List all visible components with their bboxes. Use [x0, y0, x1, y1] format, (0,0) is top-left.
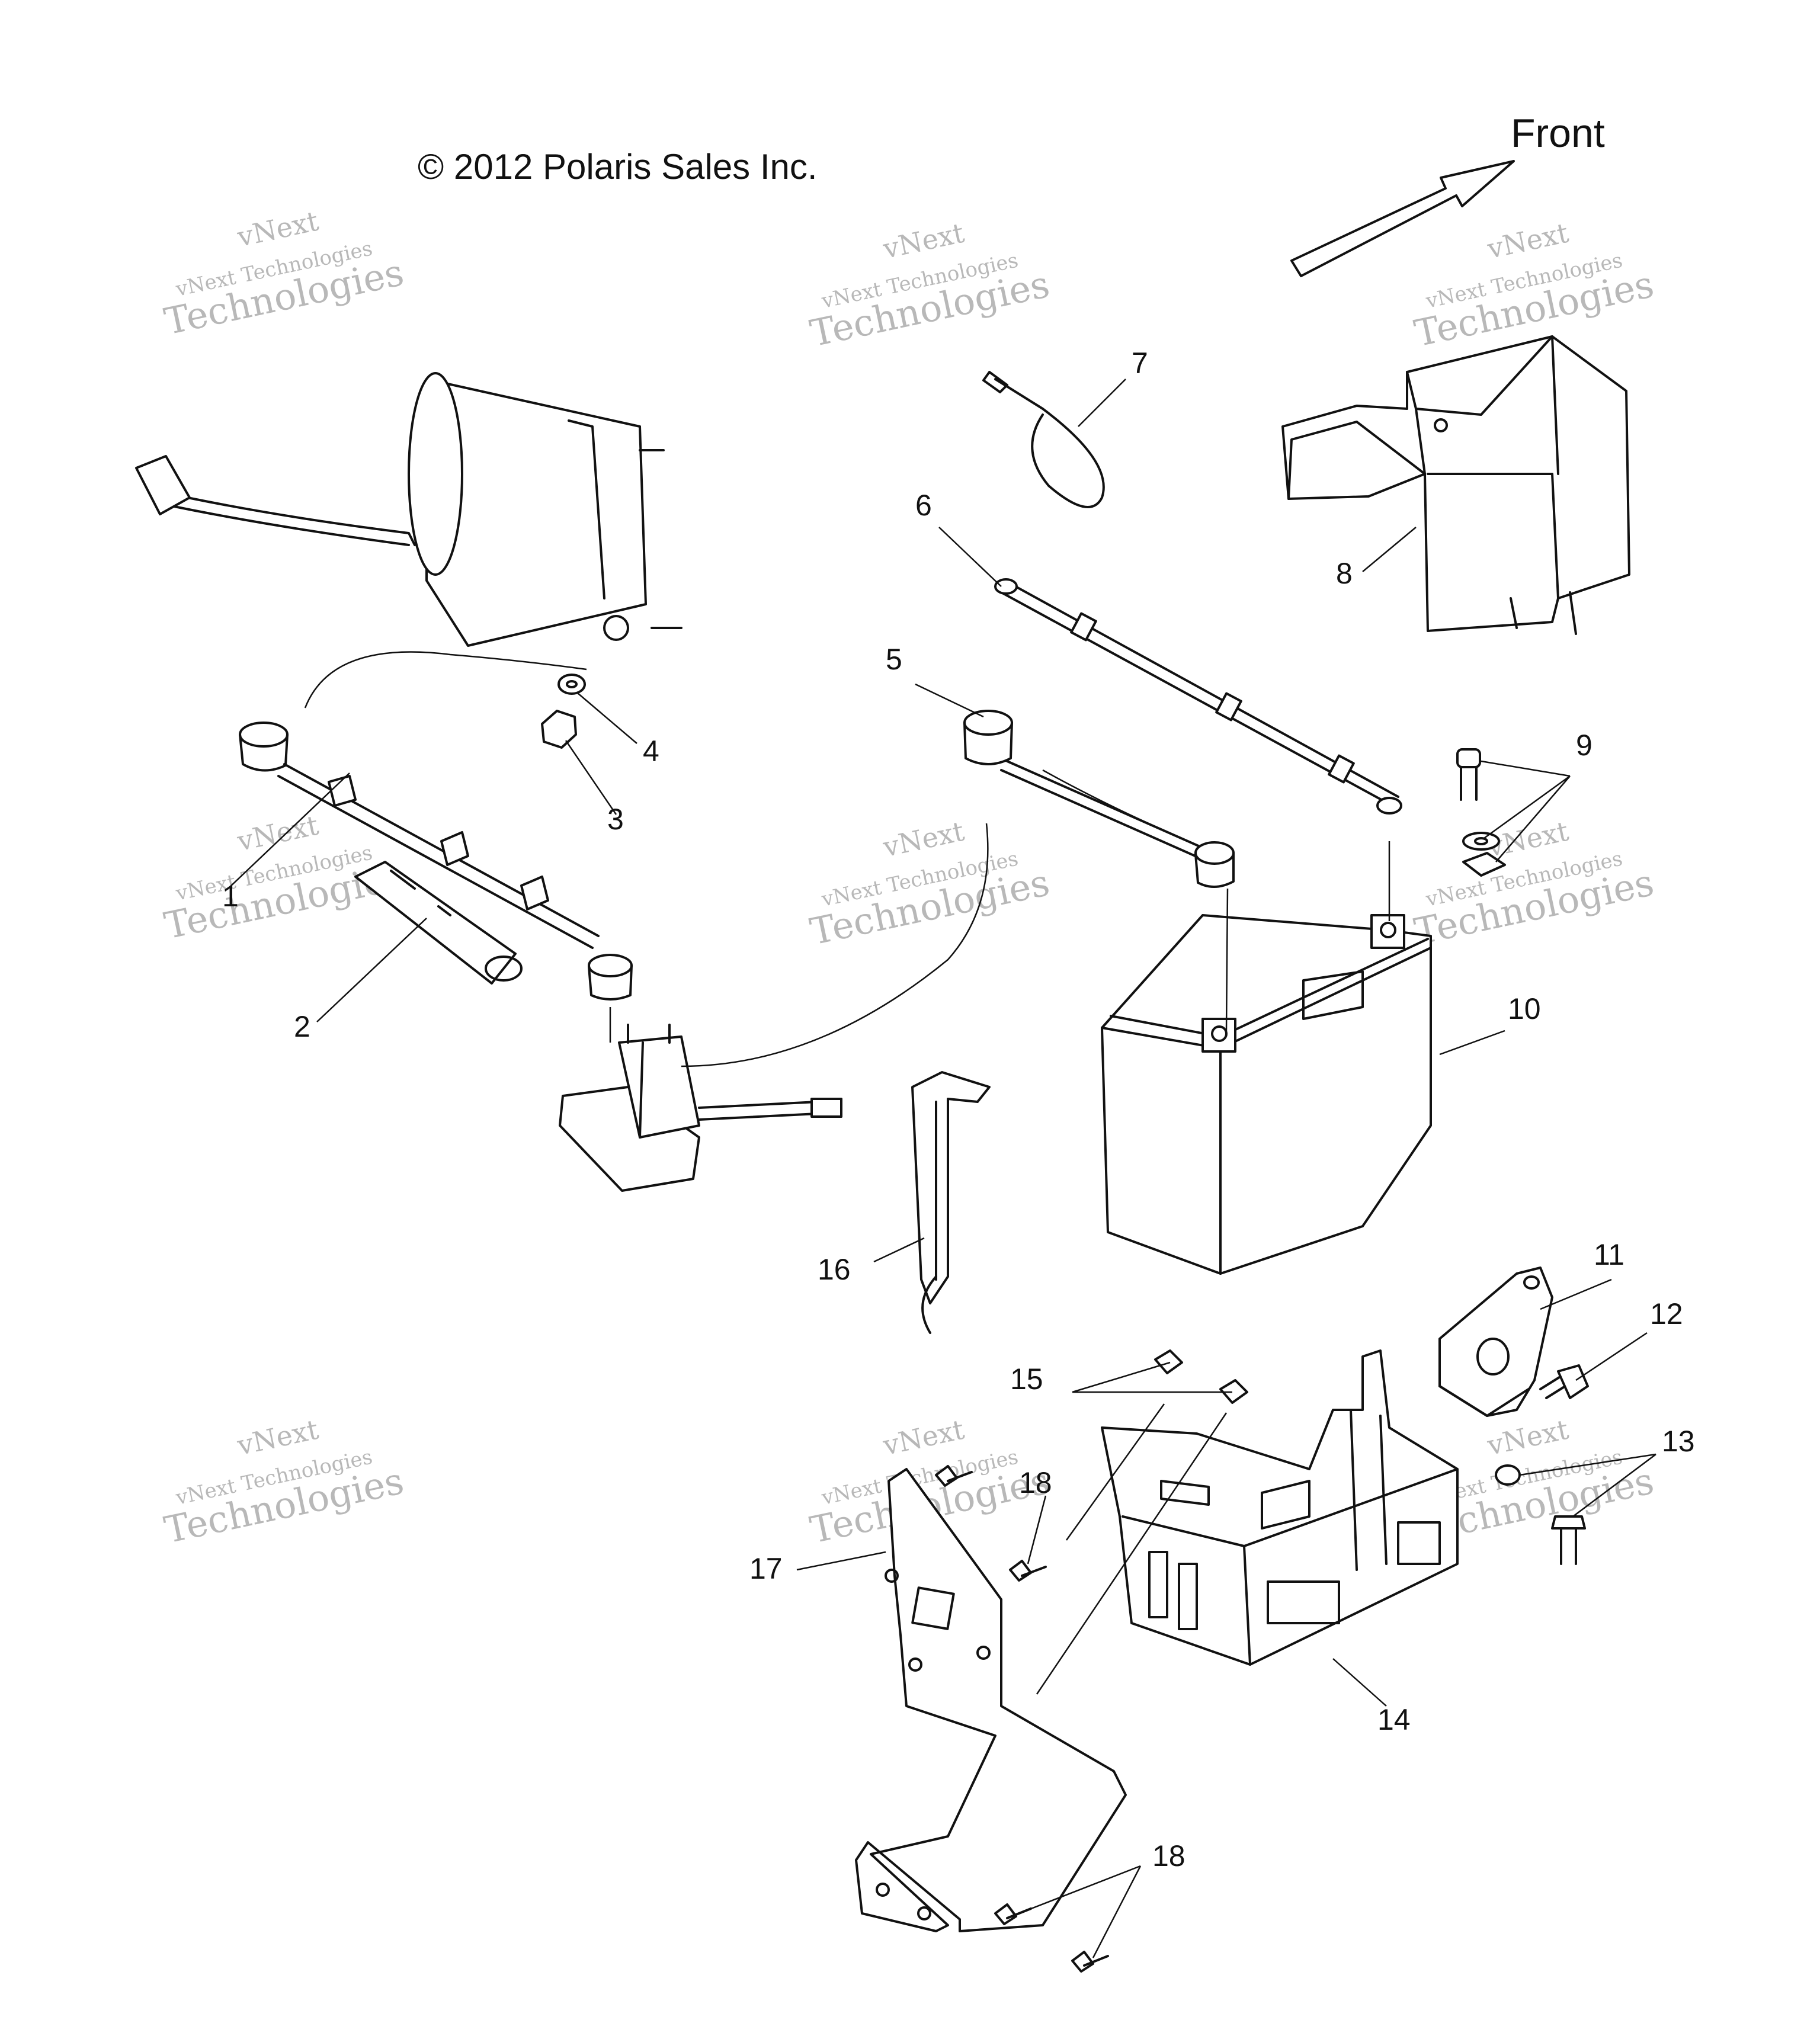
- callout-9: 9: [1576, 729, 1592, 762]
- callout-18-lower: 18: [1152, 1839, 1185, 1873]
- watermark: vNext vNext Technologies Technologies: [1411, 217, 1658, 355]
- copyright-text: © 2012 Polaris Sales Inc.: [418, 147, 818, 187]
- battery-tray: [1101, 1349, 1459, 1666]
- cable-tie: [982, 371, 1105, 508]
- leader-lines: [228, 379, 1656, 1958]
- watermark: vNext vNext Technologies Technologies: [806, 217, 1053, 355]
- callout-7: 7: [1132, 347, 1148, 380]
- terminal-boot: [354, 861, 523, 985]
- battery: [1101, 914, 1432, 1275]
- starter-motor: [135, 372, 682, 647]
- callout-18: 18: [1019, 1466, 1052, 1499]
- callout-11: 11: [1594, 1238, 1624, 1271]
- callout-6: 6: [915, 489, 932, 522]
- wire-lead: [1225, 888, 1229, 1031]
- callout-8: 8: [1336, 557, 1353, 590]
- hold-down-strap: [911, 1071, 991, 1334]
- mount-bracket: [855, 1468, 1127, 1932]
- watermark-line1: vNext: [1484, 217, 1572, 265]
- wire-arc: [304, 651, 587, 708]
- wire-arc: [681, 823, 989, 1067]
- callout-16: 16: [818, 1253, 851, 1286]
- callout-13: 13: [1662, 1425, 1695, 1458]
- battery-cable: [963, 710, 1235, 889]
- callout-12: 12: [1650, 1297, 1683, 1330]
- watermark-line1: vNext: [234, 809, 322, 858]
- mounting-bolts: [935, 1465, 1109, 1973]
- callout-3: 3: [607, 803, 624, 836]
- callout-10: 10: [1508, 992, 1541, 1025]
- watermark-line1: vNext: [234, 1413, 322, 1462]
- watermark-line1: vNext: [234, 205, 322, 254]
- battery-bracket: [1438, 1267, 1553, 1417]
- watermark-line1: vNext: [880, 815, 967, 864]
- watermark-line1: vNext: [880, 1413, 967, 1462]
- callouts: 1 2 3 4 5 6 7 8 9 10 11 12 13 14 15 16 1…: [222, 347, 1695, 1873]
- ground-cable: [994, 578, 1402, 815]
- watermark: vNext vNext Technologies Technologies: [1411, 815, 1658, 954]
- starter-solenoid: [559, 1024, 842, 1192]
- callout-2: 2: [294, 1010, 310, 1043]
- watermark-line1: vNext: [1484, 1413, 1572, 1462]
- nut-and-washer: [541, 674, 586, 749]
- watermark: vNext vNext Technologies Technologies: [806, 815, 1053, 954]
- callout-15: 15: [1010, 1362, 1043, 1396]
- watermark-line1: vNext: [880, 217, 967, 265]
- front-arrow-icon: [1290, 160, 1515, 277]
- callout-14: 14: [1377, 1703, 1411, 1736]
- watermark: vNext vNext Technologies Technologies: [161, 205, 408, 344]
- front-label: Front: [1511, 111, 1605, 156]
- callout-4: 4: [643, 735, 659, 768]
- watermark: vNext vNext Technologies Technologies: [161, 1413, 408, 1552]
- terminal-hardware: [1456, 748, 1506, 877]
- callout-5: 5: [886, 643, 902, 676]
- battery-cover: [1281, 335, 1630, 635]
- starter-cable: [239, 722, 633, 1001]
- bracket-bolt: [1539, 1364, 1589, 1399]
- callout-17: 17: [749, 1552, 783, 1585]
- callout-1: 1: [222, 880, 239, 913]
- clip-nuts: [1154, 1349, 1248, 1404]
